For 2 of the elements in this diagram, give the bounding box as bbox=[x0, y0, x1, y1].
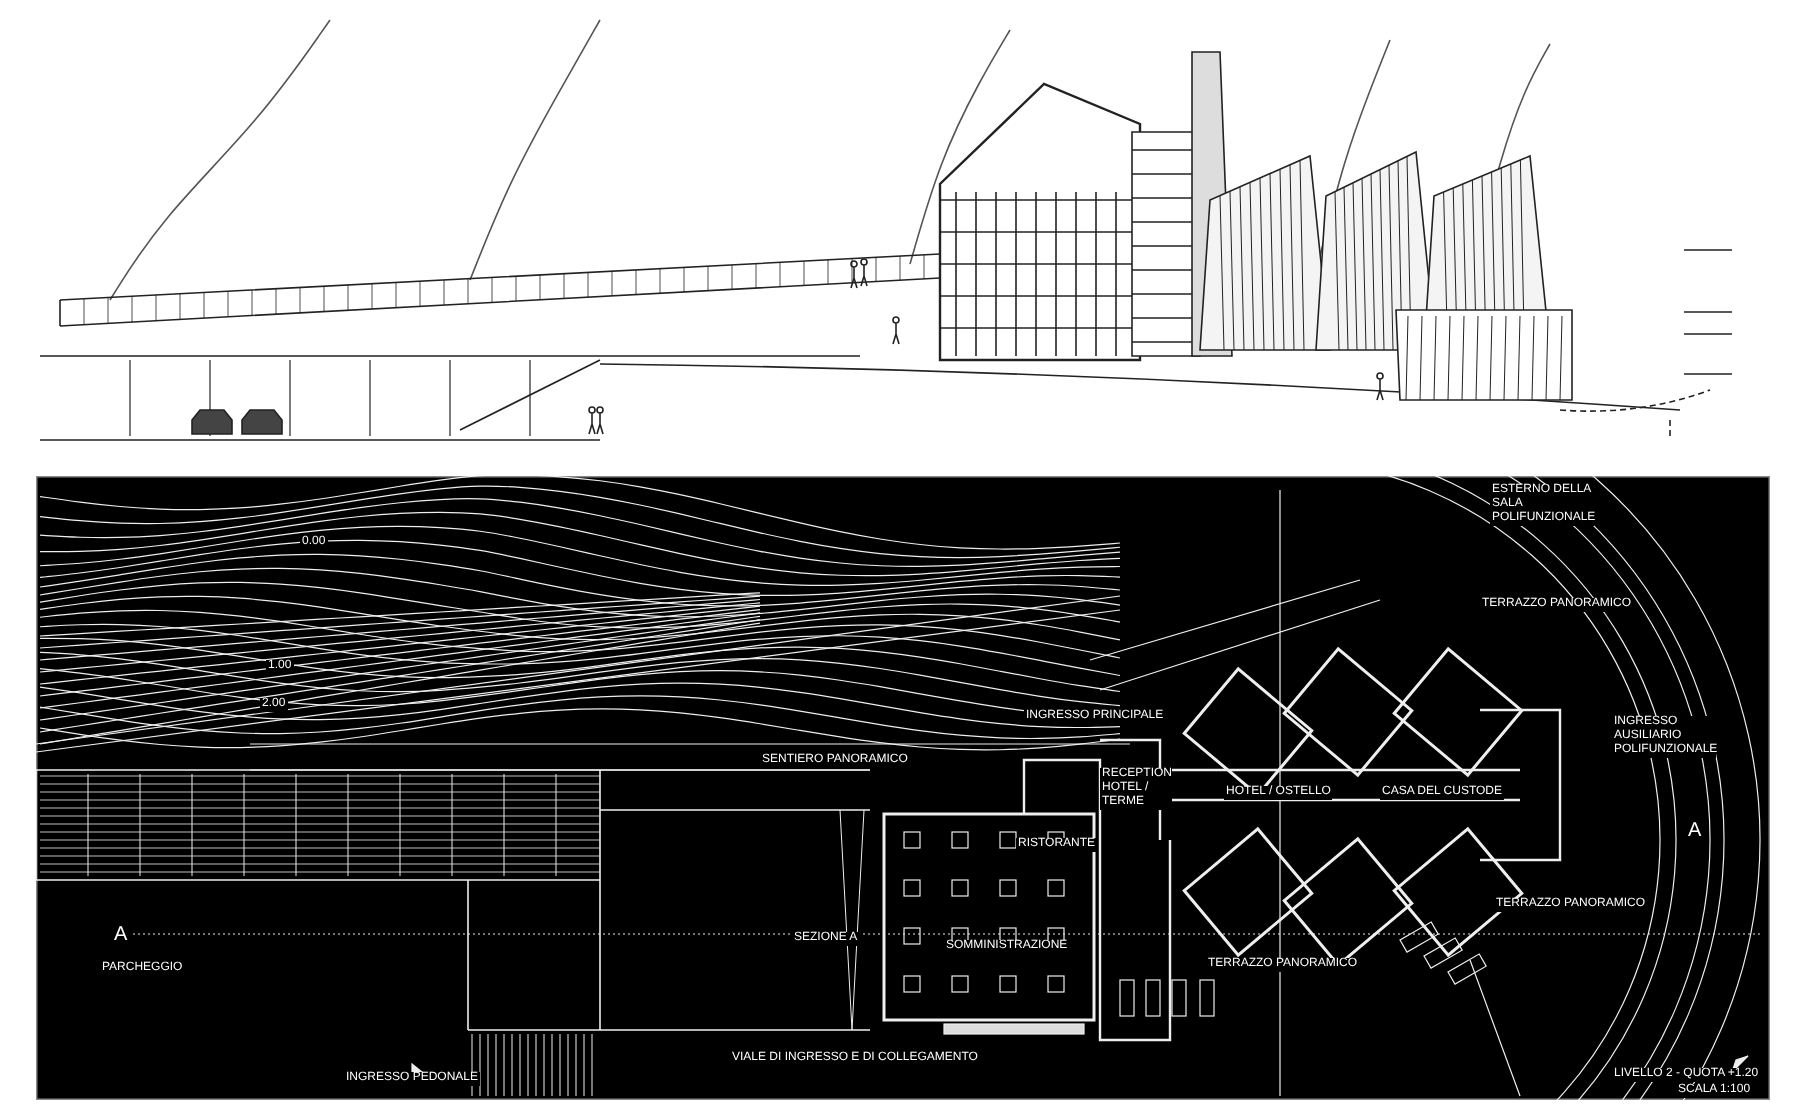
section-marker: A bbox=[112, 926, 130, 946]
section-marker: A bbox=[1686, 822, 1704, 842]
